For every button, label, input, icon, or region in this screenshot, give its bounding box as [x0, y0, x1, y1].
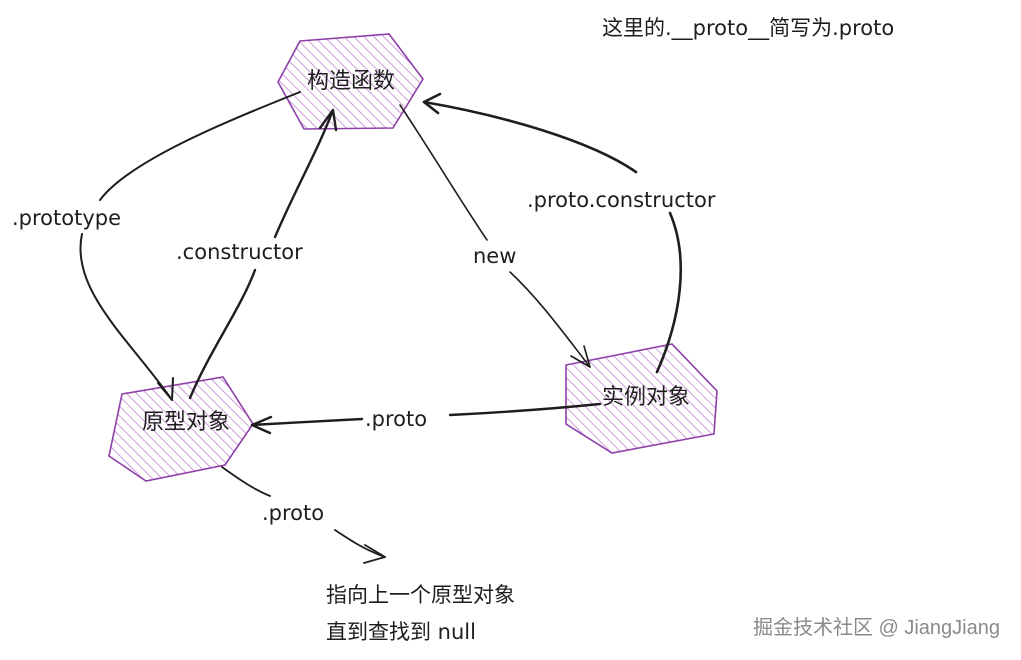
edge-constructor-label: .constructor: [176, 240, 303, 264]
edge-prototype-label: .prototype: [12, 206, 121, 230]
edge-prototype-proto: .proto: [221, 466, 386, 564]
watermark-text: 掘金技术社区 @ JiangJiang: [753, 616, 1000, 639]
note-chain-line-1: 指向上一个原型对象: [326, 583, 515, 607]
edge-constructor: .constructor: [176, 108, 338, 400]
note-chain-line-2: 直到查找到 null: [326, 620, 476, 644]
edge-proto-constructor: .proto.constructor: [422, 92, 716, 374]
node-instance-object: 实例对象: [565, 343, 718, 454]
edge-prototype-proto-label: .proto: [262, 501, 324, 525]
edge-proto-constructor-label: .proto.constructor: [527, 188, 716, 212]
node-prototype-object: 原型对象: [108, 376, 254, 482]
node-constructor-function: 构造函数: [277, 33, 424, 130]
node-prototype-object-label: 原型对象: [142, 410, 230, 435]
edge-instance-proto-label: .proto: [365, 407, 427, 431]
node-constructor-function-label: 构造函数: [307, 69, 395, 94]
edge-new-label: new: [473, 244, 516, 268]
edge-prototype: .prototype: [12, 91, 301, 401]
edge-instance-proto: .proto: [250, 402, 602, 435]
node-instance-object-label: 实例对象: [602, 385, 690, 410]
edge-new: new: [399, 104, 591, 368]
note-proto-abbreviation: 这里的.__proto__简写为.proto: [602, 16, 894, 41]
